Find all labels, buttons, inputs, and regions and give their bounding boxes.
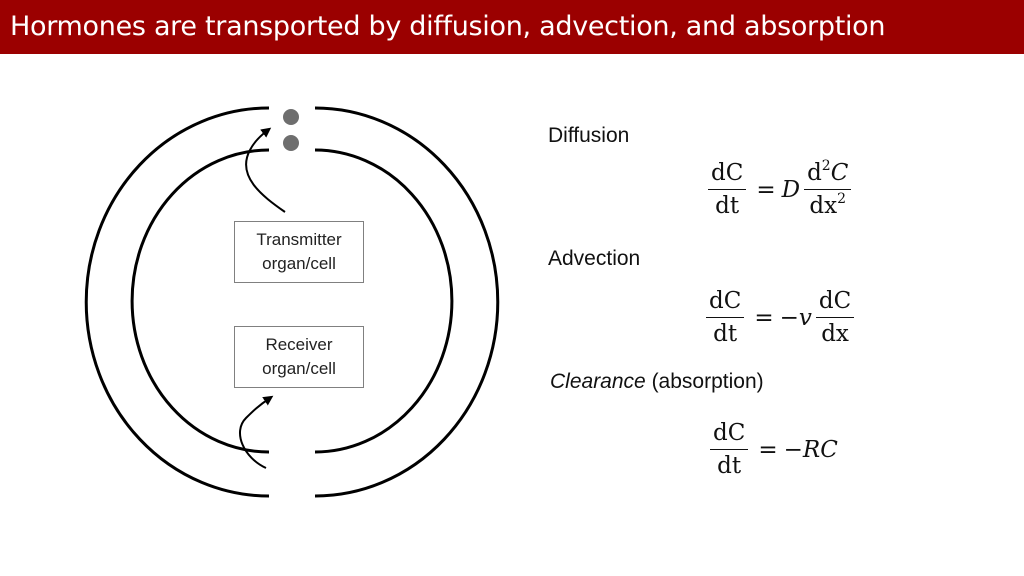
clearance-heading: Clearance (absorption)	[550, 370, 764, 394]
clearance-heading-rest: (absorption)	[645, 370, 764, 393]
advection-rhs-denominator: dx	[815, 317, 855, 347]
advection-lhs-numerator: dC	[709, 288, 742, 314]
advection-equals: =	[754, 304, 774, 331]
diffusion-lhs-denominator: dt	[708, 189, 747, 219]
clearance-lhs-numerator: dC	[713, 420, 746, 446]
clearance-equation: dC dt = −RC	[706, 420, 838, 479]
advection-rhs-fraction: dC dx	[815, 288, 855, 347]
diffusion-rhs-numerator: d2C	[807, 158, 849, 186]
outer-ring-right-arc	[314, 106, 500, 498]
hormone-particle-icon	[283, 135, 299, 151]
clearance-equals: =	[758, 436, 778, 463]
receiver-box: Receiver organ/cell	[234, 326, 364, 388]
transmitter-box: Transmitter organ/cell	[234, 221, 364, 283]
diffusion-equation: dC dt = D d2C dx2	[704, 158, 855, 219]
advection-coefficient: −v	[779, 304, 812, 331]
inner-ring-right-arc	[314, 148, 454, 454]
advection-heading: Advection	[548, 247, 641, 270]
diffusion-rhs-fraction: d2C dx2	[804, 158, 852, 219]
advection-lhs-fraction: dC dt	[706, 288, 745, 347]
inner-ring-left-arc	[130, 148, 270, 454]
clearance-rhs: −RC	[783, 436, 838, 463]
title-bar: Hormones are transported by diffusion, a…	[0, 0, 1024, 54]
advection-lhs-denominator: dt	[706, 317, 745, 347]
diffusion-lhs-numerator: dC	[711, 160, 744, 186]
outer-ring-left-arc	[84, 106, 270, 498]
clearance-lhs-denominator: dt	[710, 449, 749, 479]
secretion-arrow	[245, 127, 286, 213]
uptake-arrow	[239, 395, 274, 469]
diffusion-equals: =	[756, 176, 776, 203]
diffusion-heading: Diffusion	[548, 124, 630, 147]
diffusion-lhs-fraction: dC dt	[708, 160, 747, 219]
hormone-particle-icon	[283, 109, 299, 125]
transmitter-label-line2: organ/cell	[262, 254, 336, 273]
diffusion-rhs-denominator: dx2	[804, 189, 852, 219]
clearance-lhs-fraction: dC dt	[710, 420, 749, 479]
receiver-label-line1: Receiver	[265, 335, 333, 354]
advection-rhs-numerator: dC	[818, 288, 852, 314]
advection-equation: dC dt = −v dC dx	[702, 288, 858, 347]
transmitter-label-line1: Transmitter	[256, 230, 342, 249]
slide-title: Hormones are transported by diffusion, a…	[10, 11, 886, 42]
diffusion-coefficient: D	[781, 176, 801, 203]
clearance-heading-italic: Clearance	[550, 370, 646, 393]
receiver-label-line2: organ/cell	[262, 359, 336, 378]
